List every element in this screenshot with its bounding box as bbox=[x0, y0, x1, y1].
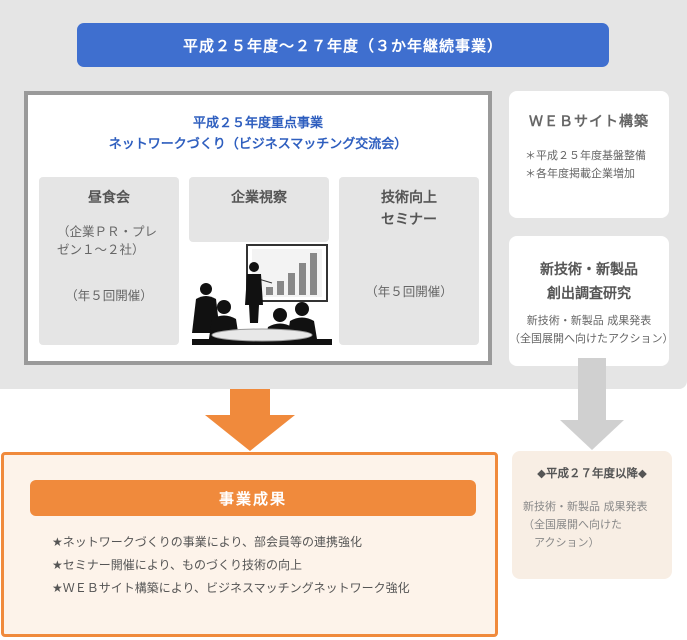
research-card: 新技術・新製品 創出調査研究 新技術・新製品 成果発表 （全国展開へ向けたアクシ… bbox=[509, 236, 674, 366]
results-item: ★ＷＥＢサイト構築により、ビジネスマッチングネットワーク強化 bbox=[52, 581, 410, 595]
research-text: 新技術・新製品 成果発表 （全国展開へ向けたアクション） bbox=[509, 312, 674, 348]
seminar-title-line1: 技術向上 bbox=[381, 190, 437, 206]
company-visit-card: 企業視察 bbox=[189, 177, 329, 242]
down-arrow-gray-icon bbox=[560, 358, 624, 450]
lunch-detail: （企業ＰＲ・プレゼン１～２社） bbox=[57, 224, 158, 257]
research-text-line2: （全国展開へ向けたアクション） bbox=[509, 332, 674, 345]
results-header: 事業成果 bbox=[30, 480, 476, 516]
results-item: ★ネットワークづくりの事業により、部会員等の連携強化 bbox=[52, 535, 363, 549]
research-title-line2: 創出調査研究 bbox=[547, 286, 631, 302]
focus-title-line1: 平成２５年度重点事業 bbox=[192, 116, 323, 131]
business-meeting-illustration bbox=[192, 244, 332, 345]
web-site-card: ＷＥＢサイト構築 ＊平成２５年度基盤整備 ＊各年度掲載企業増加 bbox=[509, 91, 669, 218]
focus-title-line2: ネットワークづくり（ビジネスマッチング交流会） bbox=[108, 137, 408, 152]
future-text: 新技術・新製品 成果発表 （全国展開へ向けた アクション） bbox=[523, 500, 648, 549]
results-title: 事業成果 bbox=[218, 489, 287, 508]
results-list: ★ネットワークづくりの事業により、部会員等の連携強化 ★セミナー開催により、もの… bbox=[52, 531, 410, 600]
web-site-title: ＷＥＢサイト構築 bbox=[529, 114, 649, 130]
focus-project-title: 平成２５年度重点事業 ネットワークづくり（ビジネスマッチング交流会） bbox=[28, 113, 488, 155]
lunch-card: 昼食会 （企業ＰＲ・プレゼン１～２社） （年５回開催） bbox=[39, 177, 179, 345]
web-site-list: ＊平成２５年度基盤整備 ＊各年度掲載企業増加 bbox=[525, 147, 646, 183]
results-item: ★セミナー開催により、ものづくり技術の向上 bbox=[52, 558, 303, 572]
future-title: ◆平成２７年度以降◆ bbox=[537, 466, 647, 480]
seminar-title-line2: セミナー bbox=[381, 212, 437, 228]
research-title-line1: 新技術・新製品 bbox=[540, 262, 638, 278]
web-site-item: ＊平成２５年度基盤整備 bbox=[525, 149, 646, 162]
lunch-frequency: （年５回開催） bbox=[65, 288, 153, 303]
future-box: ◆平成２７年度以降◆ 新技術・新製品 成果発表 （全国展開へ向けた アクション） bbox=[512, 451, 672, 579]
seminar-frequency: （年５回開催） bbox=[365, 284, 453, 299]
period-header-text: 平成２５年度～２７年度（３か年継続事業） bbox=[182, 36, 503, 55]
lunch-title: 昼食会 bbox=[88, 190, 130, 206]
company-visit-title: 企業視察 bbox=[231, 190, 287, 206]
down-arrow-orange-icon bbox=[205, 389, 295, 451]
period-header: 平成２５年度～２７年度（３か年継続事業） bbox=[77, 23, 609, 67]
research-title: 新技術・新製品 創出調査研究 bbox=[509, 258, 669, 306]
focus-project-box: 平成２５年度重点事業 ネットワークづくり（ビジネスマッチング交流会） 昼食会 （… bbox=[24, 91, 492, 365]
results-box: 事業成果 ★ネットワークづくりの事業により、部会員等の連携強化 ★セミナー開催に… bbox=[1, 452, 498, 637]
seminar-card: 技術向上 セミナー （年５回開催） bbox=[339, 177, 479, 345]
web-site-item: ＊各年度掲載企業増加 bbox=[525, 167, 635, 180]
research-text-line1: 新技術・新製品 成果発表 bbox=[526, 314, 652, 327]
